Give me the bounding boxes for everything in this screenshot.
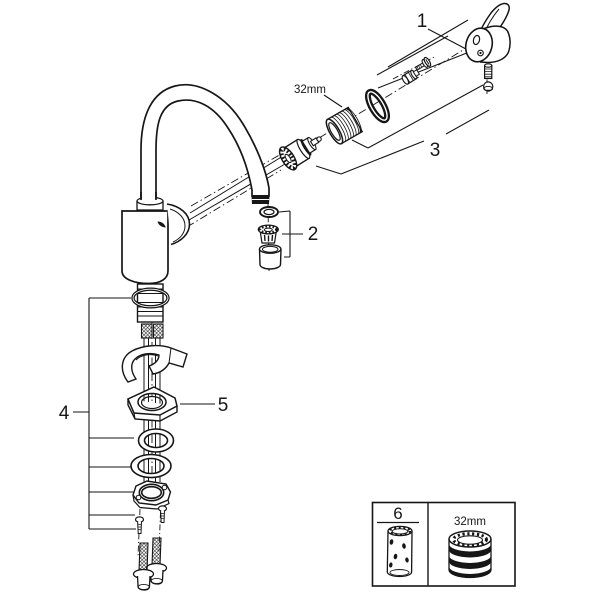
cartridge-o-ring [364,88,391,124]
centerlines [137,46,488,558]
service-sleeve-tool [386,525,413,578]
nut-size-leader [323,94,343,108]
mounting-plate [127,386,178,422]
callout-4: 4 [59,403,70,424]
body-side-dome [166,203,191,246]
callout-2: 2 [308,224,319,245]
washer-lower [130,453,172,479]
box-nut-size-label: 32mm [454,516,486,528]
fixing-screw [414,56,432,71]
aerator-insert [257,224,279,244]
callout-6: 6 [393,504,402,523]
aerator-housing [258,244,282,270]
set-screw-hole-dot [479,51,482,55]
cartridge-assembly: 32mm [278,56,432,171]
callout-1: 1 [417,11,428,32]
aerator-assembly [257,206,303,270]
flange-screw-left [134,516,145,534]
dome-cap [483,81,494,92]
callout-4-bracket [73,297,136,530]
mounting-assembly [73,297,215,591]
callout-3: 3 [430,140,441,161]
faucet-body [121,210,169,285]
shank-o-ring [131,287,170,309]
aerator-washer [259,206,279,218]
diverter-nut [401,69,421,85]
shank [131,283,170,339]
grub-screw [484,63,493,80]
mounting-wrench [121,344,188,383]
service-cartridge-nut [448,530,492,579]
cartridge-nut [325,106,364,145]
lever-socket-hole [472,34,481,46]
nut-size-label: 32mm [294,84,326,96]
spare-parts-box [371,501,516,587]
callout-lines-group3 [315,84,490,175]
hose-braid-right [152,323,164,339]
callout-lines-group1 [376,19,483,89]
mounting-wrench-edge [135,347,172,364]
supply-hose-right [145,537,168,585]
washer-upper [137,428,175,453]
spout-and-body [121,84,270,285]
spout-riser-cover [142,192,155,201]
callout-5: 5 [218,395,229,416]
spout [140,84,270,201]
brand-mark [157,221,166,228]
supply-hose-left [132,542,155,591]
hose-braid-left [140,323,153,339]
escutcheon-face [464,27,494,63]
body-side-dome-seam [169,208,186,243]
callout-labels: 1 2 3 4 5 6 32mm [59,11,486,528]
mounting-flange [132,480,172,510]
handle-assembly [464,2,511,92]
callout-2-bracket [278,210,303,258]
cartridge [278,136,322,171]
flange-screw-right [157,505,168,523]
